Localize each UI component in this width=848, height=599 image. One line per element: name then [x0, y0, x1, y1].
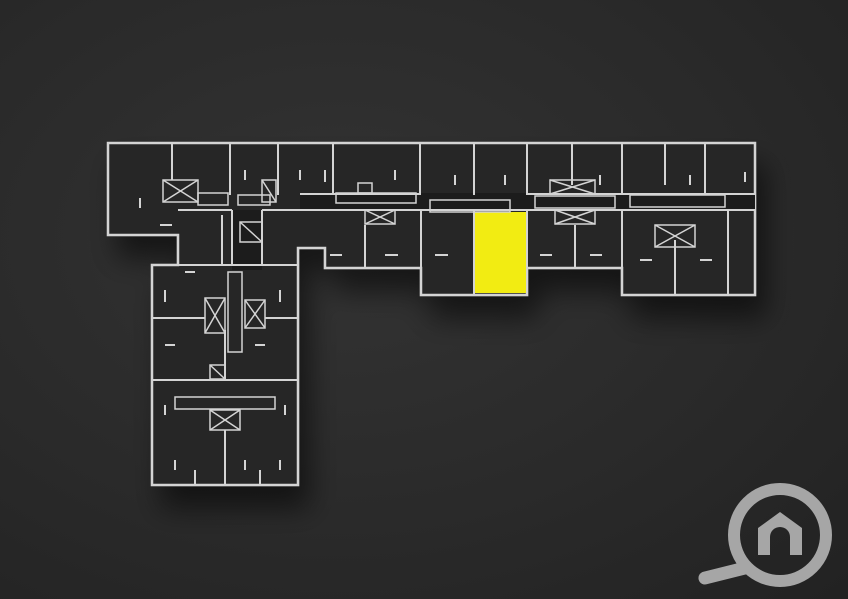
service-cores [162, 179, 726, 431]
house-shape [758, 512, 802, 555]
wall-stubs [139, 170, 746, 470]
vertical-corridor [232, 210, 262, 270]
selected-apartment[interactable] [474, 212, 526, 293]
logo-mark [698, 483, 832, 587]
